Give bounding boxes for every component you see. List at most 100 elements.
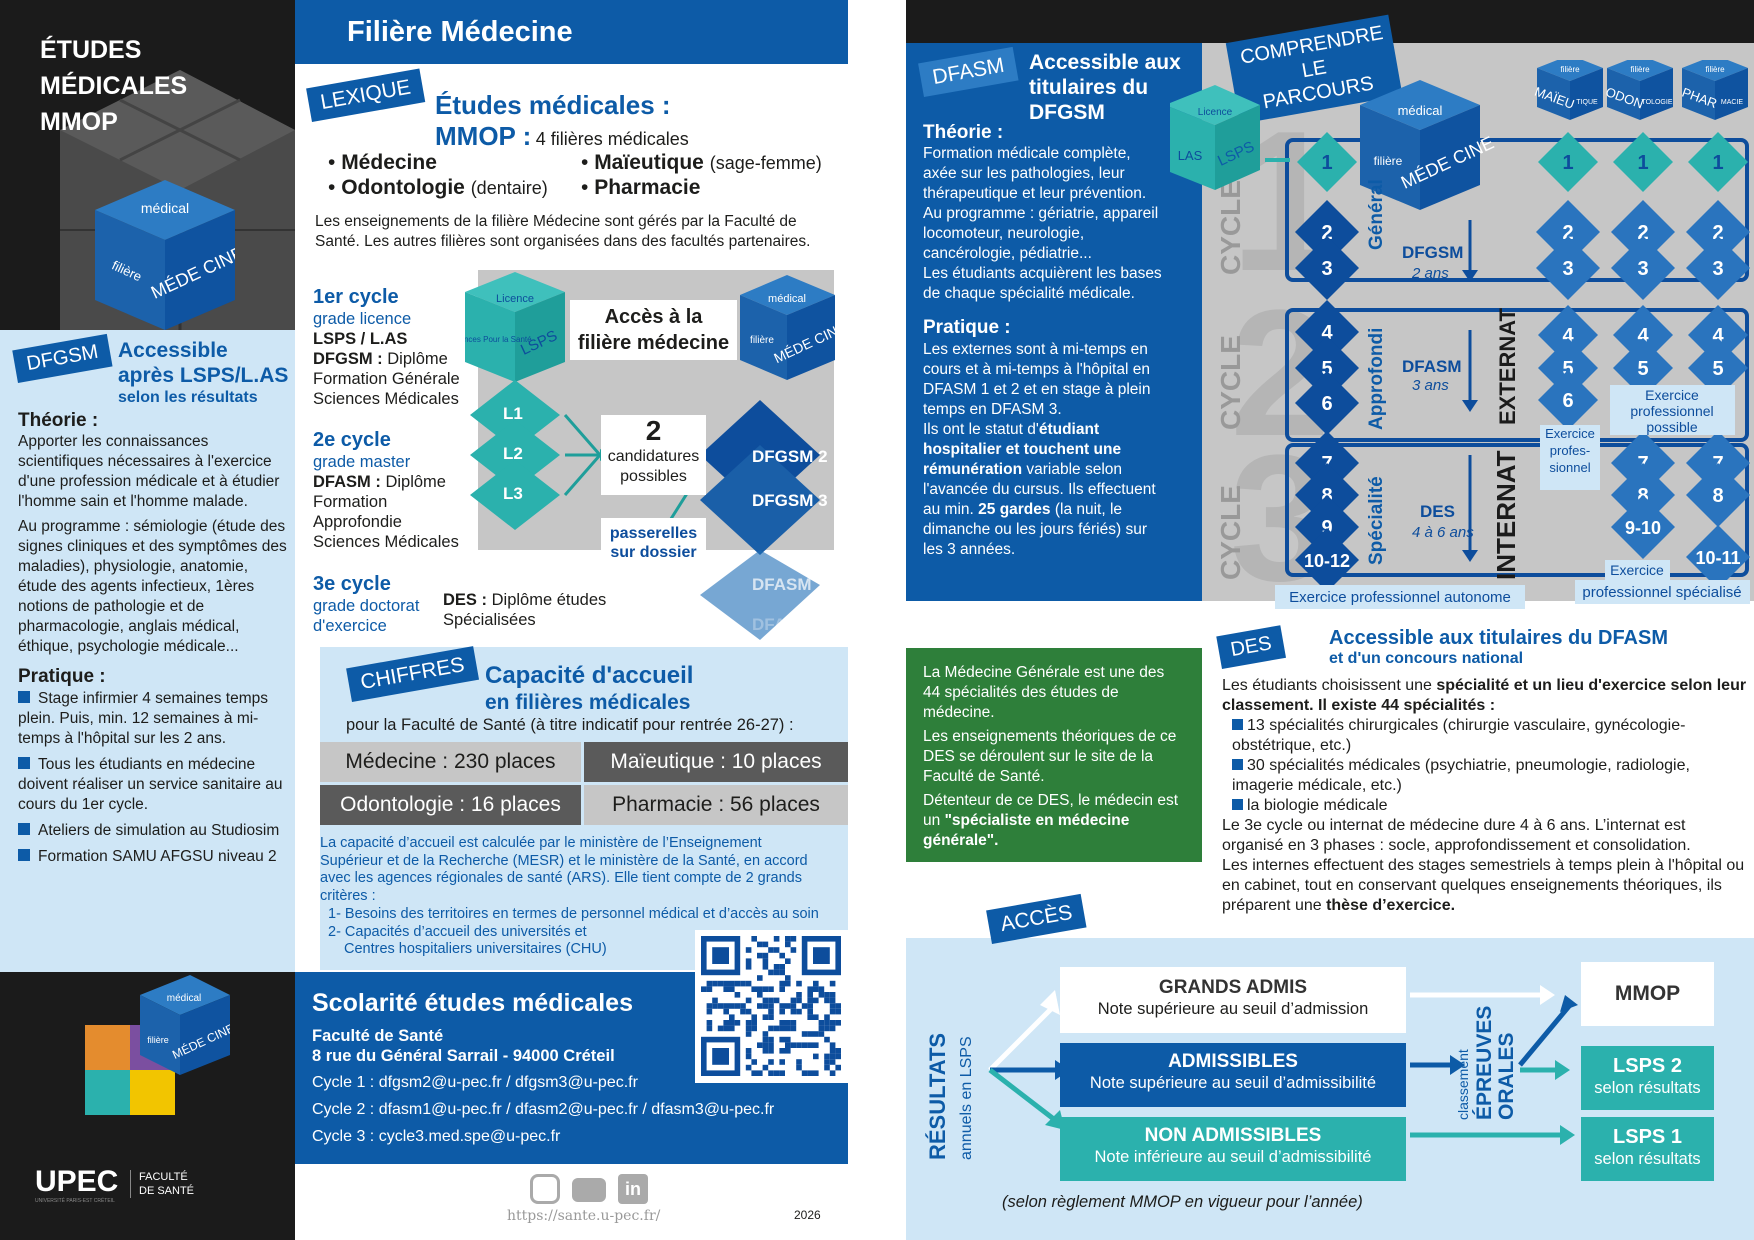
dfgsm-programme: Au programme : sémiologie (étude des sig… xyxy=(18,518,287,655)
svg-text:1: 1 xyxy=(1321,152,1332,174)
left-title-line-1: ÉTUDES xyxy=(40,36,142,64)
place-pharmacie: Pharmacie : 56 places xyxy=(584,785,848,825)
email-cycle-1[interactable]: Cycle 1 : dfgsm2@u-pec.fr / dfgsm3@u-pec… xyxy=(312,1074,638,1091)
svg-text:Exercice: Exercice xyxy=(1645,387,1699,403)
acces-tag: ACCÈS xyxy=(986,893,1087,944)
candidatures-box: 2 candidatures possibles xyxy=(601,415,706,495)
dfgsm-body: Théorie : Apporter les connaissances sci… xyxy=(18,410,288,867)
filiere-title-bar: Filière Médecine xyxy=(295,0,848,64)
svg-text:6: 6 xyxy=(1321,393,1332,415)
svg-text:LAS: LAS xyxy=(1178,148,1203,163)
dfgsm-item-2: Tous les étudiants en médecine doivent r… xyxy=(18,756,283,813)
dfgsm-theorie-title: Théorie : xyxy=(18,410,99,431)
dfasm1-label: DFASM 1 xyxy=(752,575,826,594)
dfgsm-heading-3: selon les résultats xyxy=(118,389,258,406)
left-title: ÉTUDES MÉDICALES MMOP xyxy=(40,32,187,140)
dfasm-panel xyxy=(906,43,1202,601)
svg-text:DFGSM: DFGSM xyxy=(1402,243,1463,262)
scolarite-title: Scolarité études médicales xyxy=(312,989,633,1017)
square-bullet-icon xyxy=(1232,799,1243,810)
scolarite-address: Faculté de Santé 8 rue du Général Sarrai… xyxy=(312,1027,615,1065)
svg-text:DES: DES xyxy=(1420,502,1455,521)
svg-text:TOLOGIE: TOLOGIE xyxy=(1642,99,1673,106)
svg-text:médical: médical xyxy=(167,993,201,1004)
svg-text:5: 5 xyxy=(1637,358,1648,380)
linkedin-icon[interactable]: in xyxy=(618,1174,648,1204)
lexique-mmop: MMOP : 4 filières médicales xyxy=(435,121,689,151)
lsps2-box: LSPS 2 selon résultats xyxy=(1581,1046,1714,1110)
square-bullet-icon xyxy=(1232,759,1243,770)
svg-text:CYCLE: CYCLE xyxy=(1215,335,1246,430)
left-title-line-3: MMOP xyxy=(40,108,118,136)
svg-text:sionnel: sionnel xyxy=(1549,460,1590,475)
non-admissibles-box: NON ADMISSIBLES Note inférieure au seuil… xyxy=(1060,1117,1406,1181)
svg-text:Exercice: Exercice xyxy=(1610,562,1664,578)
dfgsm-item-4: Formation SAMU AFGSU niveau 2 xyxy=(18,847,288,867)
dfgsm-item-3: Ateliers de simulation au Studiosim xyxy=(18,821,288,841)
chiffres-sub: pour la Faculté de Santé (à titre indica… xyxy=(346,716,794,734)
place-medecine: Médecine : 230 places xyxy=(320,742,581,782)
dfgsm-heading-2: après LSPS/L.AS xyxy=(118,364,289,387)
left-title-line-2: MÉDICALES xyxy=(40,72,188,100)
svg-text:médical: médical xyxy=(141,200,189,216)
qr-code-icon[interactable] xyxy=(695,930,848,1083)
mmop-box: MMOP xyxy=(1581,962,1714,1026)
square-bullet-icon xyxy=(18,823,30,835)
svg-text:DFASM: DFASM xyxy=(1402,357,1462,376)
svg-text:filière: filière xyxy=(1705,65,1725,74)
medgen-panel xyxy=(906,648,1202,862)
svg-text:Général: Général xyxy=(1366,179,1387,250)
dfgsm-panel xyxy=(0,330,295,972)
instagram-icon[interactable] xyxy=(530,1174,560,1204)
email-cycle-2[interactable]: Cycle 2 : dfasm1@u-pec.fr / dfasm2@u-pec… xyxy=(312,1101,775,1118)
email-cycle-3[interactable]: Cycle 3 : cycle3.med.spe@u-pec.fr xyxy=(312,1128,561,1145)
des-body: Les étudiants choisissent une spécialité… xyxy=(1222,677,1747,914)
svg-text:1: 1 xyxy=(1712,152,1723,174)
svg-text:2: 2 xyxy=(1321,222,1332,244)
youtube-icon[interactable] xyxy=(572,1178,606,1202)
svg-text:5: 5 xyxy=(1321,358,1332,380)
svg-text:CYCLE: CYCLE xyxy=(1215,180,1246,275)
svg-text:Exercice: Exercice xyxy=(1545,426,1595,441)
medecine-cube-icon: médical filière MÉDE CINE xyxy=(95,180,235,330)
dfgsm-item-1: Stage infirmier 4 semaines temps plein. … xyxy=(18,690,269,747)
svg-text:1: 1 xyxy=(1637,152,1648,174)
l3-label: L3 xyxy=(503,484,523,503)
licence-diamonds xyxy=(470,380,820,640)
footer-year: 2026 xyxy=(794,1208,821,1222)
svg-text:10-12: 10-12 xyxy=(1304,551,1350,571)
medecine-cube-small-icon: médical filière MÉDE CINE xyxy=(740,275,835,380)
faculte-logo-text: FACULTÉ DE SANTÉ xyxy=(130,1170,200,1198)
svg-text:EXTERNAT: EXTERNAT xyxy=(1495,308,1520,425)
cycle-3-text: 3e cycle grade doctorat d'exercice xyxy=(313,573,420,635)
resultats-label: RÉSULTATS xyxy=(925,1032,950,1160)
lsps-cube-icon: Licence Sciences Pour la Santé LSPS xyxy=(465,272,565,382)
svg-text:médical: médical xyxy=(768,293,806,305)
svg-text:possible: possible xyxy=(1646,419,1698,435)
des-tag: DES xyxy=(1216,625,1287,669)
scolarite-emails[interactable]: Cycle 1 : dfgsm2@u-pec.fr / dfgsm3@u-pec… xyxy=(312,1069,774,1150)
footer-url[interactable]: https://sante.u-pec.fr/ xyxy=(507,1208,661,1224)
dfgsm-pratique-title: Pratique : xyxy=(18,666,106,687)
svg-text:filière: filière xyxy=(1560,65,1580,74)
admissibles-box: ADMISSIBLES Note supérieure au seuil d’a… xyxy=(1060,1043,1406,1107)
grands-admis-box: GRANDS ADMIS Note supérieure au seuil d’… xyxy=(1060,967,1406,1033)
svg-text:10-11: 10-11 xyxy=(1695,548,1740,568)
svg-text:2: 2 xyxy=(1562,222,1573,244)
place-maieutique: Maïeutique : 10 places xyxy=(584,742,848,782)
svg-text:3: 3 xyxy=(1562,258,1573,280)
svg-text:5: 5 xyxy=(1712,358,1723,380)
svg-text:filière: filière xyxy=(147,1035,169,1045)
epreuves-orales-label: classement ÉPREUVES ORALES xyxy=(1455,1005,1518,1120)
place-odontologie: Odontologie : 16 places xyxy=(320,785,581,825)
svg-text:professionnel spécialisé: professionnel spécialisé xyxy=(1582,584,1741,601)
annuels-label: annuels en LSPS xyxy=(958,1036,975,1160)
svg-text:4: 4 xyxy=(1321,322,1333,344)
svg-text:CYCLE: CYCLE xyxy=(1215,485,1246,580)
svg-text:Exercice professionnel autonom: Exercice professionnel autonome xyxy=(1289,589,1511,606)
dfgsm-theorie-text: Apporter les connaissances scientifiques… xyxy=(18,433,280,510)
cycle-1-text: 1er cycle grade licence LSPS / L.AS DFGS… xyxy=(313,286,460,408)
des-definition: DES : Diplôme études Spécialisées xyxy=(443,591,607,629)
svg-text:Spécialité: Spécialité xyxy=(1366,476,1387,565)
